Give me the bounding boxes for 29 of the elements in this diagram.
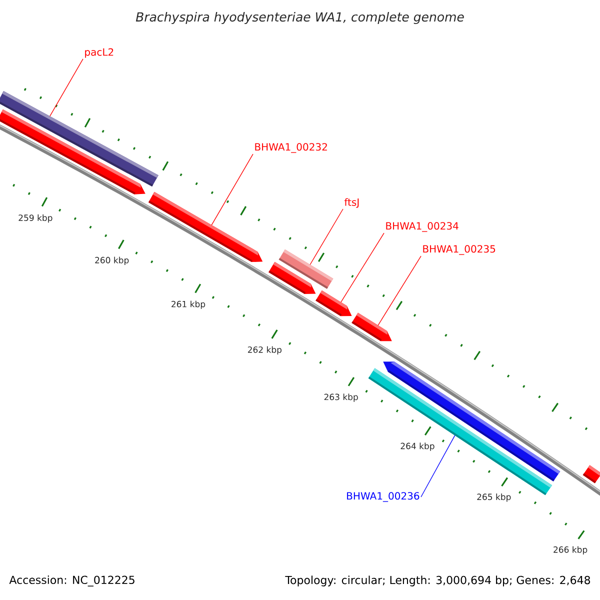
gene-block [316,290,352,316]
tick-label: 260 kbp [95,256,129,265]
tick-label: 261 kbp [172,300,206,309]
gene-label: BHWA1_00235 [423,245,496,255]
diagram-title: Brachyspira hyodysenteriae WA1, complete genome [136,12,464,24]
gene-label: BHWA1_00232 [255,143,327,153]
gene-label: BHWA1_00236 [347,492,420,502]
gene-label: pacL2 [85,48,114,58]
leader-line [211,154,254,226]
tick-label: 264 kbp [400,442,434,451]
gene-label: ftsJ [344,198,359,208]
leader-line [420,435,456,498]
footer-text: Accession: NC_012225 [9,576,134,586]
tick-label: 262 kbp [248,346,282,355]
gene-block [582,465,600,484]
leader-line [340,232,384,303]
footer-text: Topology: circular; Length: 3,000,694 bp; Genes: 2,648 [285,576,590,586]
gene-block [352,312,392,342]
leader-line [50,58,84,117]
tick-label: 259 kbp [18,214,52,223]
leader-line [378,256,422,326]
gene-block [0,91,158,187]
gene-block [268,262,316,294]
leader-line [310,208,344,265]
tick-label: 265 kbp [477,494,511,502]
gene-block [148,192,263,262]
tick-label: 263 kbp [324,394,358,402]
gene-label: BHWA1_00234 [386,222,458,232]
tick-label: 266 kbp [554,546,588,554]
